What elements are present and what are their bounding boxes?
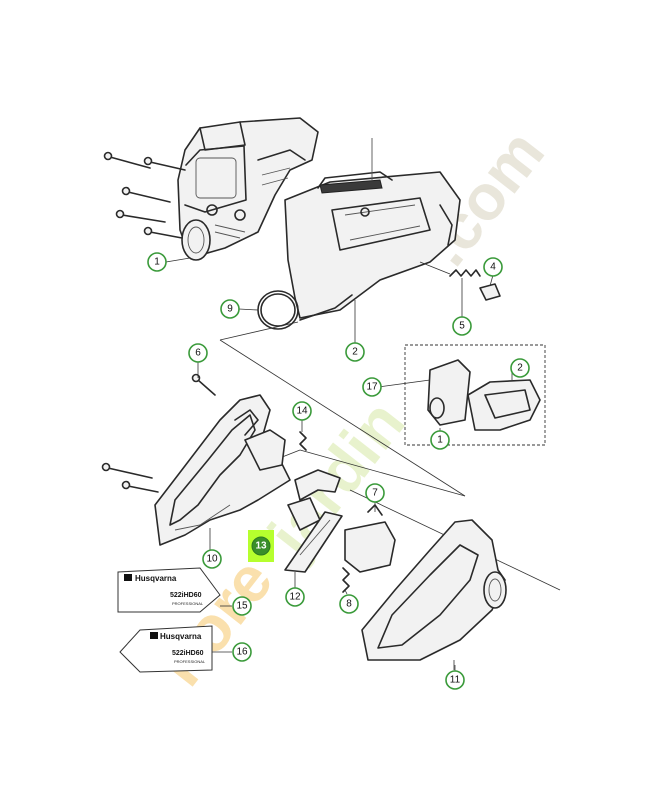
- callout-8: 8: [339, 594, 359, 614]
- part-14-spring: [299, 431, 307, 451]
- screw-icon: [143, 156, 186, 171]
- svg-text:15: 15: [236, 601, 248, 612]
- decal-16: Husqvarna 522iHD60 PROFESSIONAL: [119, 625, 213, 673]
- callout-2-inset: 2: [510, 358, 530, 378]
- svg-text:13: 13: [255, 541, 267, 552]
- callout-13-highlighted: 13: [248, 530, 274, 562]
- trigger-lever: [287, 469, 341, 531]
- decal-16-grade: PROFESSIONAL: [174, 659, 206, 664]
- svg-text:9: 9: [227, 304, 233, 315]
- callout-10: 10: [202, 549, 222, 569]
- part-2-cover: [284, 138, 461, 321]
- part-12-trigger: [284, 511, 343, 573]
- screw-icon: [103, 151, 151, 169]
- screw-icon: [143, 226, 183, 239]
- callout-14: 14: [292, 401, 312, 421]
- leader-lines: [165, 257, 513, 670]
- svg-text:2: 2: [517, 363, 523, 374]
- callouts: 1 2 4 5 6 7 8 9 10 11 12 14 15 16 17 2 1…: [147, 252, 530, 690]
- callout-5: 5: [452, 316, 472, 336]
- callout-9: 9: [220, 299, 240, 319]
- screw-icon: [115, 209, 166, 223]
- decal-15-model: 522iHD60: [170, 592, 202, 599]
- callout-4: 4: [483, 257, 503, 277]
- screw-icon: [101, 462, 153, 479]
- decal-16-model: 522iHD60: [172, 650, 204, 657]
- callout-16: 16: [232, 642, 252, 662]
- callout-6: 6: [188, 343, 208, 363]
- svg-text:14: 14: [296, 406, 308, 417]
- screw-icon: [121, 480, 159, 493]
- part-8-spring: [342, 567, 350, 593]
- svg-text:4: 4: [490, 262, 496, 273]
- svg-text:12: 12: [289, 592, 301, 603]
- svg-text:7: 7: [372, 488, 378, 499]
- part-4-cap: [479, 283, 501, 301]
- brand-logo-icon: [124, 574, 132, 581]
- svg-text:1: 1: [437, 435, 443, 446]
- part-11-right-handle: [361, 519, 507, 675]
- part-5-spring: [419, 261, 481, 277]
- callout-1-inset: 1: [430, 430, 450, 450]
- svg-text:17: 17: [366, 382, 378, 393]
- svg-text:16: 16: [236, 647, 248, 658]
- callout-17: 17: [362, 377, 382, 397]
- decal-15-brand: Husqvarna: [135, 574, 177, 583]
- callout-2: 2: [345, 342, 365, 362]
- decal-15: Husqvarna 522iHD60 PROFESSIONAL: [117, 567, 221, 613]
- decal-16-brand: Husqvarna: [160, 632, 202, 641]
- part-7-bracket: [344, 504, 396, 573]
- svg-text:10: 10: [206, 554, 218, 565]
- screw-icon: [121, 186, 171, 203]
- screw-icon: [191, 373, 216, 396]
- svg-text:2: 2: [352, 347, 358, 358]
- housing-screws: [103, 151, 186, 239]
- callout-7: 7: [365, 483, 385, 503]
- callout-12: 12: [285, 587, 305, 607]
- part-10-left-handle: [154, 394, 291, 546]
- svg-text:11: 11: [450, 675, 461, 686]
- brand-logo-icon: [150, 632, 158, 639]
- callout-15: 15: [232, 596, 252, 616]
- svg-text:8: 8: [346, 599, 352, 610]
- svg-text:5: 5: [459, 321, 465, 332]
- svg-text:1: 1: [154, 257, 160, 268]
- svg-text:6: 6: [195, 348, 201, 359]
- decal-15-grade: PROFESSIONAL: [172, 601, 204, 606]
- callout-11: 11: [445, 670, 465, 690]
- part-1-motor-housing: [177, 117, 319, 261]
- callout-1: 1: [147, 252, 167, 272]
